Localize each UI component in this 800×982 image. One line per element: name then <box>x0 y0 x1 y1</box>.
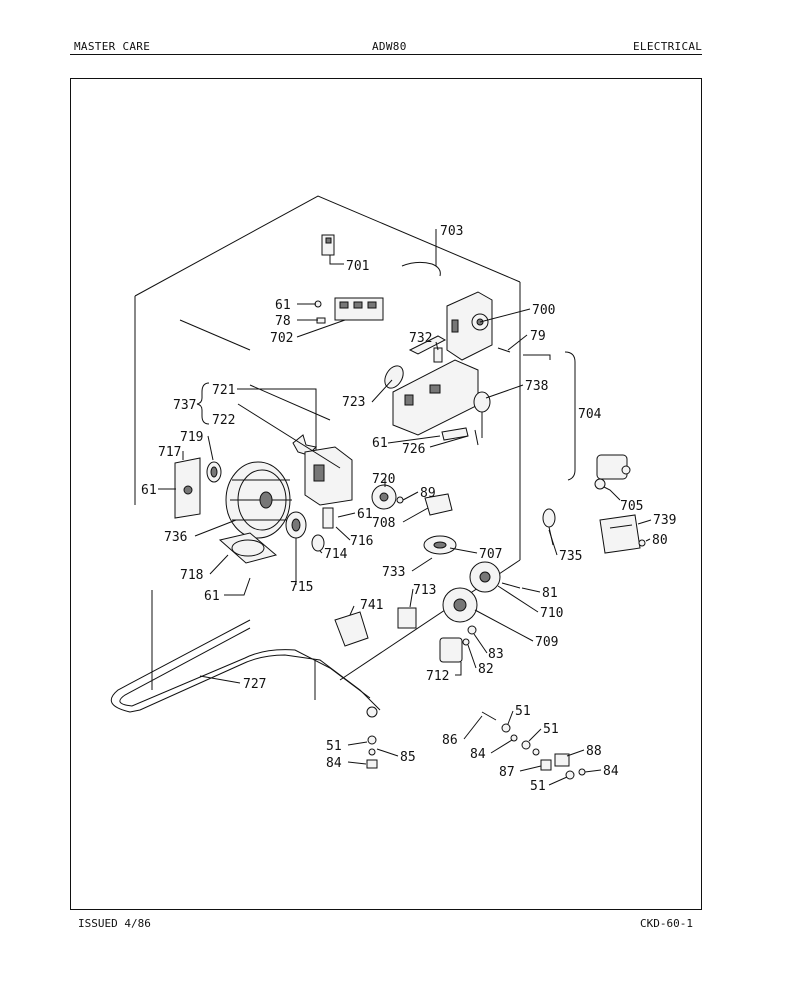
callout-61: 61 <box>204 589 220 604</box>
callout-80: 80 <box>652 533 668 548</box>
part-710-pump-housing <box>469 561 501 593</box>
callout-722: 722 <box>212 413 235 428</box>
part-703-wire <box>401 261 441 277</box>
part-741-bracket <box>334 611 369 647</box>
callout-84: 84 <box>470 747 486 762</box>
part-701-switch <box>321 234 335 256</box>
part-721-motor-bracket <box>304 446 353 506</box>
part-79-screw <box>497 347 511 353</box>
part-716-clip <box>322 507 334 529</box>
callout-712: 712 <box>426 669 449 684</box>
callout-86: 86 <box>442 733 458 748</box>
callout-737: 737 <box>173 398 196 413</box>
part-708-bracket <box>424 493 453 516</box>
callout-717: 717 <box>158 445 181 460</box>
callout-714: 714 <box>324 547 348 562</box>
header-rule <box>70 54 702 55</box>
callout-719: 719 <box>180 430 203 445</box>
callout-61: 61 <box>275 298 291 313</box>
callout-83: 83 <box>488 647 504 662</box>
callout-703: 703 <box>440 224 463 239</box>
callout-710: 710 <box>540 606 563 621</box>
callout-723: 723 <box>342 395 365 410</box>
part-715-pulley <box>285 511 307 539</box>
part-80-screw <box>638 539 646 547</box>
part-707-wheel <box>423 535 457 555</box>
footer-code: CKD-60-1 <box>640 917 693 930</box>
callout-51: 51 <box>543 722 559 737</box>
callout-89: 89 <box>420 486 436 501</box>
header-right: ELECTRICAL <box>633 40 703 53</box>
part-702-switch-block <box>334 297 384 321</box>
callout-726: 726 <box>402 442 425 457</box>
part-738-knob <box>473 391 491 438</box>
callout-51: 51 <box>530 779 546 794</box>
part-705-valve <box>594 454 631 490</box>
part-735-sensor <box>542 508 556 546</box>
callout-702: 702 <box>270 331 293 346</box>
diagram-frame <box>70 78 702 910</box>
callout-82: 82 <box>478 662 494 677</box>
callout-701: 701 <box>346 259 369 274</box>
part-51-84-85-fasteners-left <box>366 735 378 769</box>
part-717-switch-plate <box>174 457 201 519</box>
part-713-terminal <box>397 607 417 629</box>
callout-51: 51 <box>326 739 342 754</box>
callout-labels: 703 701 61 78 702 700 732 79 723 738 704… <box>141 224 676 794</box>
callout-720: 720 <box>372 472 395 487</box>
part-739-bracket <box>599 514 641 554</box>
callout-61: 61 <box>372 436 388 451</box>
callout-707: 707 <box>479 547 502 562</box>
callout-713: 713 <box>413 583 436 598</box>
callout-81: 81 <box>542 586 558 601</box>
callout-84: 84 <box>603 764 619 779</box>
part-700-timer <box>446 291 493 361</box>
callout-85: 85 <box>400 750 416 765</box>
part-89-washer <box>396 496 404 504</box>
callout-738: 738 <box>525 379 548 394</box>
part-fasteners-right <box>481 711 586 780</box>
cabinet-outline <box>134 195 521 700</box>
part-736-motor <box>225 461 292 539</box>
part-720-gear <box>371 484 397 510</box>
callout-61: 61 <box>141 483 157 498</box>
part-714-bushing <box>311 534 325 552</box>
part-718-motor-mount <box>218 532 278 564</box>
leader-lines <box>158 229 652 786</box>
callout-735: 735 <box>559 549 582 564</box>
callout-736: 736 <box>164 530 187 545</box>
callout-704: 704 <box>578 407 602 422</box>
callout-705: 705 <box>620 499 643 514</box>
callout-84: 84 <box>326 756 342 771</box>
part-712-capacitor <box>439 637 463 663</box>
callout-79: 79 <box>530 329 546 344</box>
callout-732: 732 <box>409 331 432 346</box>
callout-727: 727 <box>243 677 266 692</box>
callout-700: 700 <box>532 303 555 318</box>
callout-78: 78 <box>275 314 291 329</box>
callout-61: 61 <box>357 507 373 522</box>
part-81-screw <box>501 582 521 589</box>
part-709-impeller <box>442 587 478 623</box>
header-left: MASTER CARE <box>74 40 151 53</box>
callout-721: 721 <box>212 383 235 398</box>
callout-87: 87 <box>499 765 515 780</box>
callout-709: 709 <box>535 635 558 650</box>
callout-739: 739 <box>653 513 676 528</box>
part-727-heating-element <box>110 619 381 718</box>
footer-issued: ISSUED 4/86 <box>78 917 151 930</box>
callout-741: 741 <box>360 598 383 613</box>
callout-88: 88 <box>586 744 602 759</box>
callout-715: 715 <box>290 580 313 595</box>
callout-733: 733 <box>382 565 405 580</box>
callout-716: 716 <box>350 534 373 549</box>
callout-51: 51 <box>515 704 531 719</box>
header-center: ADW80 <box>372 40 407 53</box>
part-83-82-washers <box>462 625 477 646</box>
callout-718: 718 <box>180 568 203 583</box>
callout-708: 708 <box>372 516 395 531</box>
part-719-ring <box>206 461 222 483</box>
part-732-clip <box>433 347 443 363</box>
